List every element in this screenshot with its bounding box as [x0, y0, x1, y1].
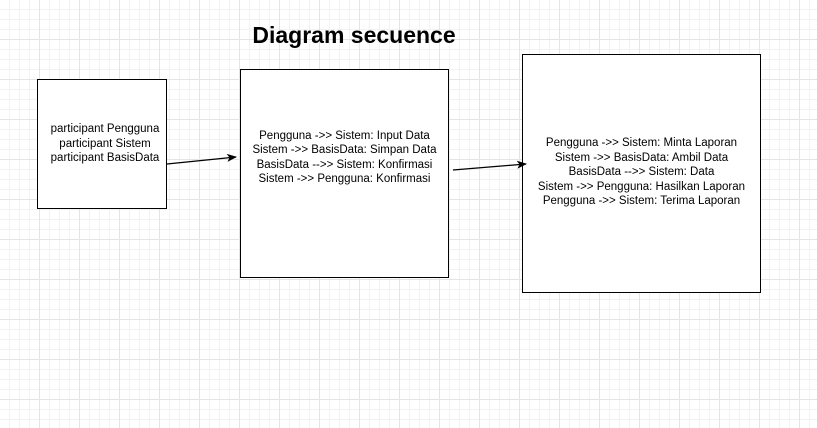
- connector-arrow-1[interactable]: [166, 153, 237, 165]
- diagram-title: Diagram secuence: [252, 22, 456, 48]
- box-text-line: participant BasisData: [50, 152, 160, 165]
- box-text-line: Sistem ->> BasisData: Ambil Data: [554, 151, 729, 164]
- report-flow-box[interactable]: Pengguna ->> Sistem: Minta Laporan Siste…: [522, 54, 761, 293]
- box-text-line: Pengguna ->> Sistem: Input Data: [259, 129, 430, 142]
- participants-box[interactable]: participant Pengguna participant Sistem …: [37, 79, 167, 209]
- connector-arrow-2[interactable]: [452, 160, 527, 171]
- box-text-line: Sistem ->> BasisData: Simpan Data: [252, 144, 437, 156]
- box-text-line: Pengguna ->> Sistem: Minta Laporan: [545, 137, 738, 150]
- input-flow-box[interactable]: Pengguna ->> Sistem: Input Data Sistem -…: [240, 69, 449, 278]
- box-text-line: participant Pengguna: [50, 123, 160, 136]
- box-text-line: BasisData -->> Sistem: Data: [568, 166, 715, 179]
- box-text-line: BasisData -->> Sistem: Konfirmasi: [256, 158, 433, 171]
- box-text-line: participant Sistem: [59, 137, 151, 150]
- box-text-line: Pengguna ->> Sistem: Terima Laporan: [542, 195, 741, 208]
- box-text-line: Sistem ->> Pengguna: Hasilkan Laporan: [537, 180, 746, 193]
- box-text-line: Sistem ->> Pengguna: Konfirmasi: [258, 173, 431, 185]
